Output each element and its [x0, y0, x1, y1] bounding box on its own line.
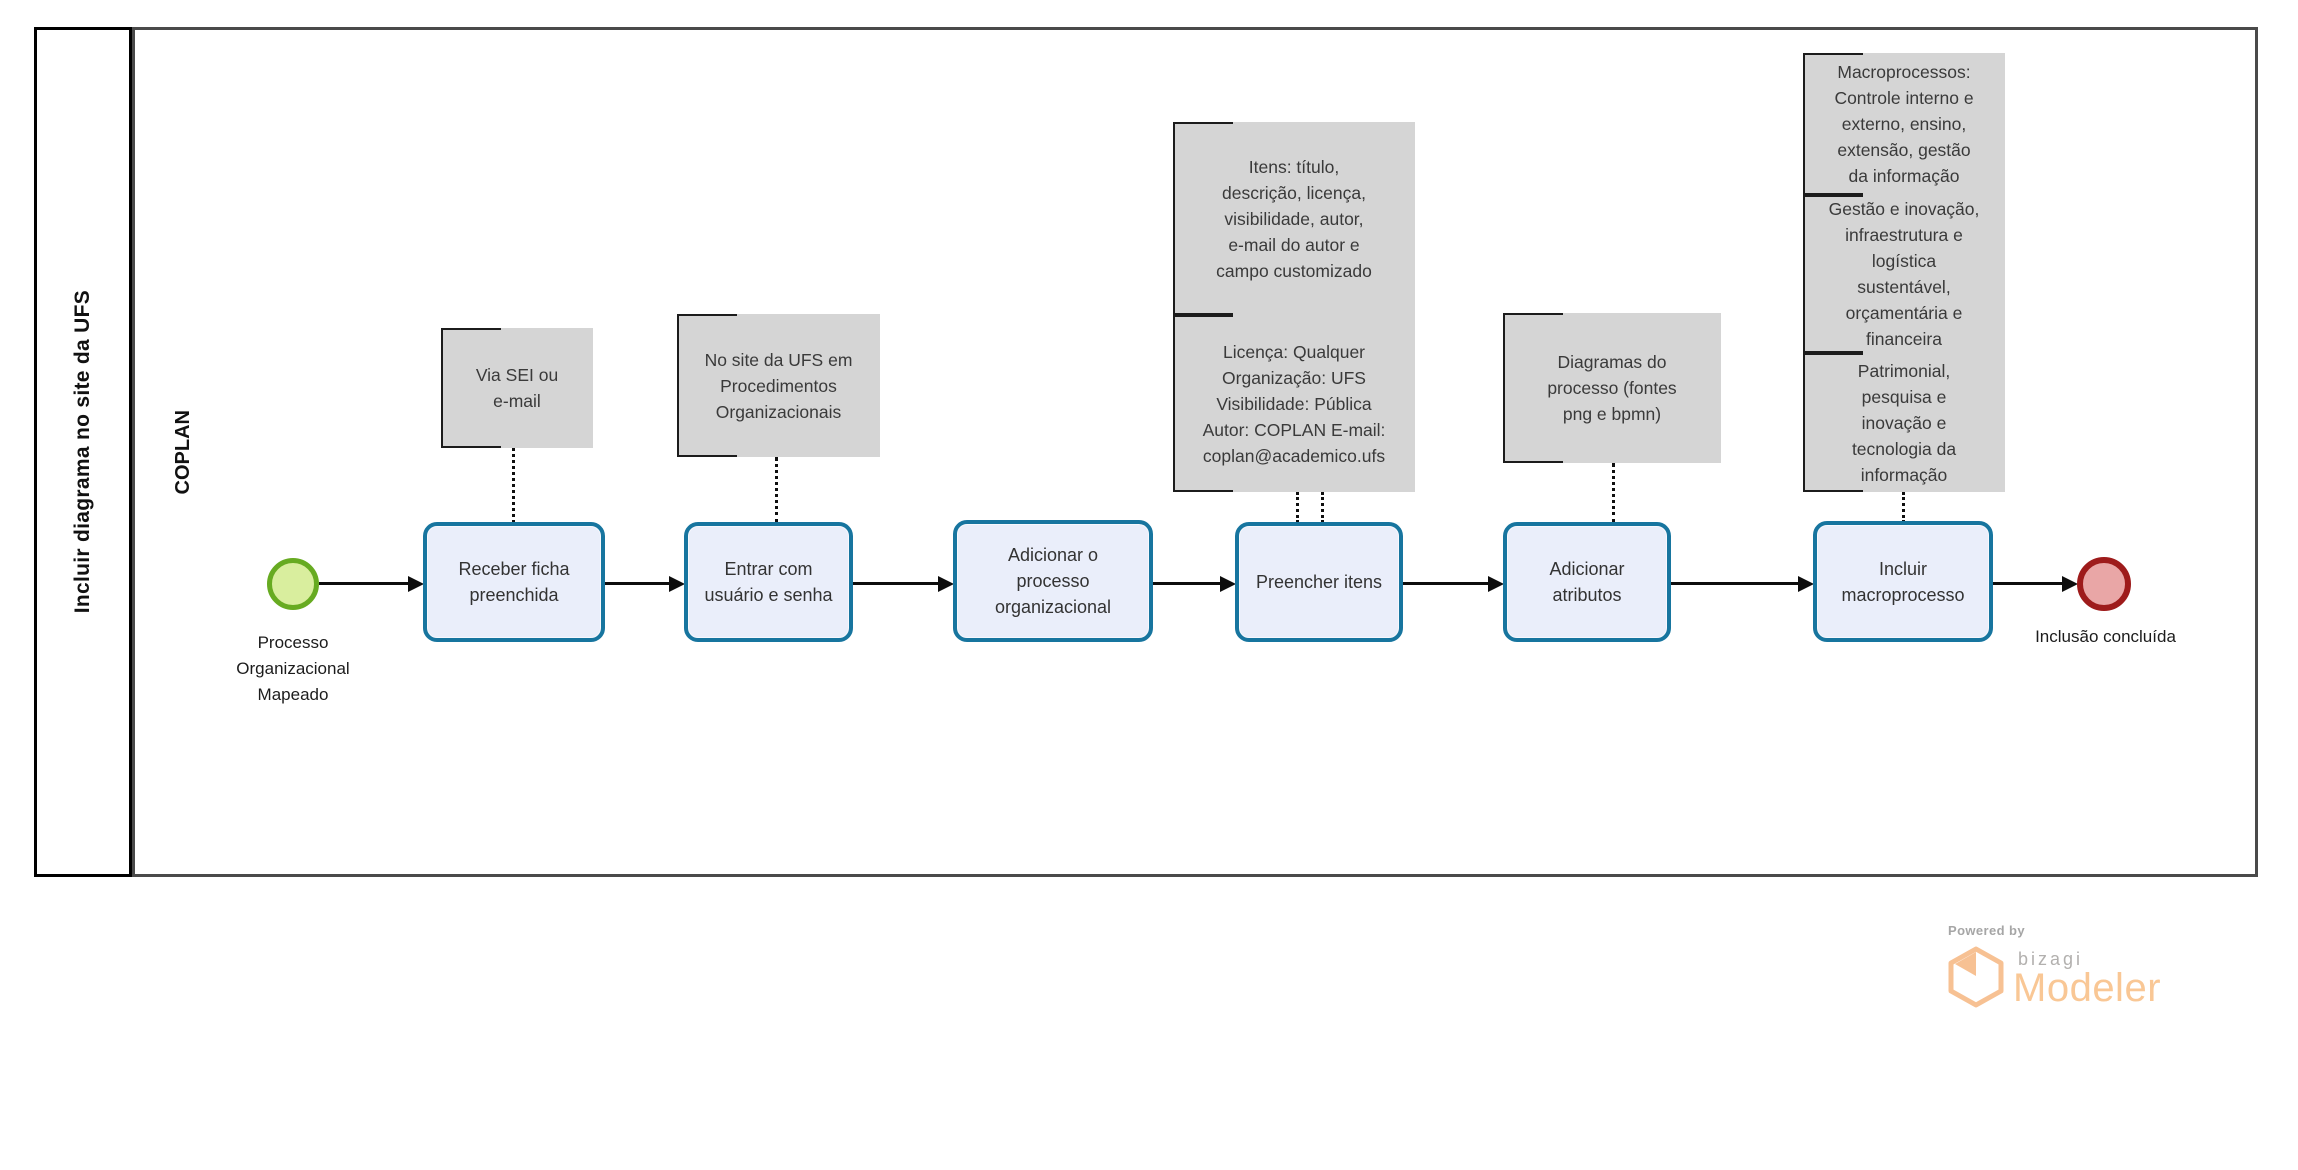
bizagi-brand-label: bizagi — [2018, 949, 2084, 969]
start-event-label: Processo Organizacional Mapeado — [236, 633, 350, 704]
pool: Incluir diagrama no site da UFS — [34, 27, 132, 877]
task-incluir-macroprocesso: Incluir macroprocesso — [1813, 521, 1993, 642]
annotation-connector — [1321, 492, 1324, 523]
task-label: Adicionar atributos — [1549, 559, 1625, 605]
sequence-flow-arrow — [1153, 582, 1220, 585]
task-preencher-itens: Preencher itens — [1235, 522, 1403, 642]
annotation-text: Itens: título, descrição, licença, visib… — [1216, 156, 1372, 281]
sequence-flow-arrow — [853, 582, 938, 585]
task-label: Entrar com usuário e senha — [704, 559, 833, 605]
lane-label-wrap: COPLAN — [150, 27, 216, 877]
task-label: Preencher itens — [1255, 572, 1383, 592]
sequence-flow-arrow — [1403, 582, 1488, 585]
pool-title: Incluir diagrama no site da UFS — [71, 290, 94, 614]
annotation-patrimonial: Patrimonial, pesquisa e inovação e tecno… — [1803, 353, 2005, 492]
task-label: Receber ficha preenchida — [458, 559, 570, 605]
annotation-site-ufs: No site da UFS em Procedimentos Organiza… — [677, 314, 880, 457]
annotation-connector — [512, 448, 515, 523]
sequence-flow-arrow — [319, 582, 408, 585]
start-event — [267, 558, 319, 610]
annotation-via-sei: Via SEI ou e-mail — [441, 328, 593, 448]
task-receber-ficha: Receber ficha preenchida — [423, 522, 605, 642]
task-adicionar-atributos: Adicionar atributos — [1503, 522, 1671, 642]
task-label: Incluir macroprocesso — [1841, 558, 1965, 605]
sequence-flow-arrow — [1993, 582, 2062, 585]
annotation-text: No site da UFS em Procedimentos Organiza… — [704, 349, 853, 422]
annotation-text: Patrimonial, pesquisa e inovação e tecno… — [1851, 360, 1957, 485]
lane-label: COPLAN — [171, 409, 194, 495]
powered-by-label: Powered by — [1948, 923, 2025, 938]
annotation-connector — [775, 457, 778, 523]
annotation-text: Gestão e inovação, infraestrutura e logí… — [1828, 199, 1980, 349]
annotation-diagramas: Diagramas do processo (fontes png e bpmn… — [1503, 313, 1721, 463]
annotation-text: Diagramas do processo (fontes png e bpmn… — [1547, 352, 1677, 424]
annotation-connector — [1296, 492, 1299, 523]
task-adicionar-processo: Adicionar o processo organizacional — [953, 520, 1153, 642]
annotation-connector — [1612, 463, 1615, 523]
annotation-gestao-inovacao: Gestão e inovação, infraestrutura e logí… — [1803, 195, 2005, 353]
annotation-text: Macroprocessos: Controle interno e exter… — [1834, 62, 1974, 186]
annotation-licenca: Licença: Qualquer Organização: UFS Visib… — [1173, 315, 1415, 492]
bizagi-hexagon-icon — [1948, 946, 2004, 1008]
task-entrar-usuario-senha: Entrar com usuário e senha — [684, 522, 853, 642]
annotation-text: Licença: Qualquer Organização: UFS Visib… — [1202, 341, 1386, 466]
task-label: Adicionar o processo organizacional — [994, 545, 1112, 617]
annotation-itens: Itens: título, descrição, licença, visib… — [1173, 122, 1415, 315]
sequence-flow-arrow — [605, 582, 669, 585]
sequence-flow-arrow — [1671, 582, 1798, 585]
end-event-label: Inclusão concluída — [2035, 627, 2176, 646]
end-event — [2077, 557, 2131, 611]
annotation-macroprocessos: Macroprocessos: Controle interno e exter… — [1803, 53, 2005, 195]
annotation-text: Via SEI ou e-mail — [475, 365, 559, 411]
annotation-connector — [1902, 492, 1905, 523]
modeler-label: Modeler — [2013, 966, 2162, 1010]
